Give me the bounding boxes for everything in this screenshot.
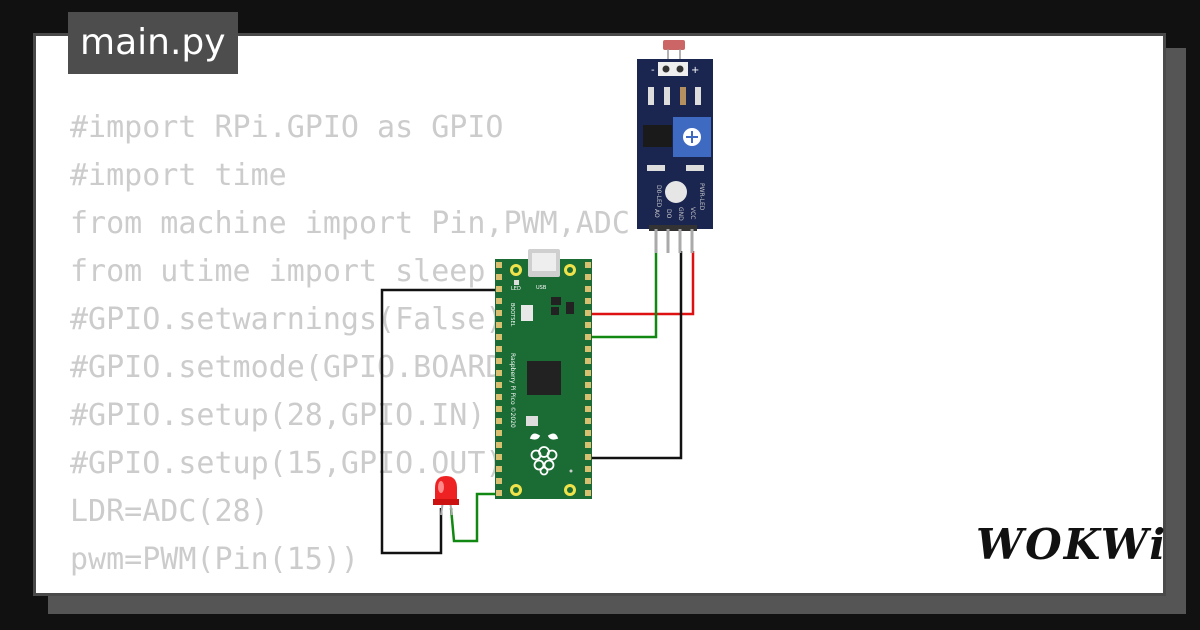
wokwi-logo: WOKWi bbox=[976, 520, 1168, 569]
wire-green-led bbox=[449, 492, 499, 543]
ldr-photoresistor bbox=[663, 40, 685, 50]
header-pin bbox=[496, 346, 502, 352]
code-line: #GPIO.setmode(GPIO.BOARD) bbox=[70, 350, 522, 385]
code-line: print("HELLO PI PICO") bbox=[70, 584, 630, 593]
sensor-pin-label: VCC bbox=[689, 207, 696, 219]
sensor-pin-label: DO bbox=[665, 209, 672, 219]
header-pin bbox=[585, 442, 591, 448]
code-view: #import RPi.GPIO as GPIO #import time from… bbox=[70, 104, 630, 593]
wire-red-vcc bbox=[583, 251, 695, 316]
sensor-led-indicator bbox=[665, 181, 687, 203]
header-pin bbox=[496, 478, 502, 484]
code-line: from utime import sleep bbox=[70, 254, 486, 289]
usb-label: USB bbox=[536, 285, 547, 291]
code-line: #GPIO.setup(28,GPIO.IN) bbox=[70, 398, 486, 433]
pico-board[interactable]: LED USB BOOTSEL Raspberry Pi Pico ©2020 bbox=[495, 249, 592, 499]
header-pin bbox=[585, 478, 591, 484]
header-pin bbox=[496, 454, 502, 460]
header-pin bbox=[585, 466, 591, 472]
header-pin bbox=[585, 322, 591, 328]
sensor-pin-label: GND bbox=[677, 207, 684, 221]
sensor-led-right-label: PWR-LED bbox=[698, 183, 705, 211]
header-pin bbox=[496, 406, 502, 412]
sensor-pin-label: AO bbox=[653, 209, 660, 218]
code-line: LDR=ADC(28) bbox=[70, 494, 269, 529]
header-pin bbox=[585, 490, 591, 496]
pico-pins-left bbox=[496, 262, 502, 496]
file-tab-main-py[interactable]: main.py bbox=[68, 12, 238, 74]
pico-pins-right bbox=[585, 262, 591, 496]
header-pin bbox=[496, 262, 502, 268]
header-pin bbox=[585, 454, 591, 460]
header-pin bbox=[496, 442, 502, 448]
header-pin bbox=[496, 298, 502, 304]
raspberry-logo-icon bbox=[529, 433, 559, 476]
red-led[interactable] bbox=[433, 476, 459, 516]
header-pin bbox=[585, 394, 591, 400]
header-pin bbox=[496, 286, 502, 292]
header-pin bbox=[585, 382, 591, 388]
header-pin bbox=[496, 430, 502, 436]
rp2040-chip bbox=[527, 361, 561, 395]
header-pin bbox=[496, 394, 502, 400]
header-pin bbox=[496, 274, 502, 280]
header-pin bbox=[496, 370, 502, 376]
code-line: pwm=PWM(Pin(15)) bbox=[70, 542, 359, 577]
header-pin bbox=[496, 310, 502, 316]
sensor-plus-label: + bbox=[691, 65, 699, 76]
header-pin bbox=[585, 406, 591, 412]
header-pin bbox=[585, 334, 591, 340]
circuit-diagram: - + D0-LED PWR-LED AO DO GND VCC bbox=[380, 40, 713, 555]
code-line: from machine import Pin,PWM,ADC bbox=[70, 206, 630, 241]
header-pin bbox=[496, 490, 502, 496]
header-pin bbox=[496, 418, 502, 424]
header-pin bbox=[585, 298, 591, 304]
header-pin bbox=[585, 262, 591, 268]
preview-card: #import RPi.GPIO as GPIO #import time from… bbox=[33, 33, 1166, 596]
led-label: LED bbox=[511, 286, 521, 292]
header-pin bbox=[585, 358, 591, 364]
header-pin bbox=[585, 310, 591, 316]
header-pin bbox=[585, 346, 591, 352]
header-pin bbox=[496, 382, 502, 388]
sensor-led-left-label: D0-LED bbox=[655, 185, 662, 208]
code-line: #import RPi.GPIO as GPIO bbox=[70, 110, 504, 145]
bootsel-label: BOOTSEL bbox=[509, 303, 515, 327]
header-pin bbox=[496, 322, 502, 328]
header-pin bbox=[496, 358, 502, 364]
header-pin bbox=[496, 334, 502, 340]
bootsel-button[interactable] bbox=[521, 305, 533, 321]
ldr-sensor-module[interactable]: - + D0-LED PWR-LED AO DO GND VCC bbox=[637, 40, 713, 253]
header-pin bbox=[585, 274, 591, 280]
header-pin bbox=[585, 430, 591, 436]
code-line: #GPIO.setup(15,GPIO.OUT) bbox=[70, 446, 504, 481]
wire-black-led bbox=[380, 288, 499, 555]
board-name-label: Raspberry Pi Pico ©2020 bbox=[509, 353, 516, 428]
sensor-minus-label: - bbox=[651, 65, 655, 76]
code-line: #GPIO.setwarnings(False) bbox=[70, 302, 504, 337]
header-pin bbox=[585, 286, 591, 292]
code-line: #import time bbox=[70, 158, 287, 193]
wire-green-ao bbox=[583, 251, 658, 339]
header-pin bbox=[585, 370, 591, 376]
wire-black-gnd bbox=[581, 251, 683, 470]
header-pin bbox=[496, 466, 502, 472]
header-pin bbox=[585, 418, 591, 424]
